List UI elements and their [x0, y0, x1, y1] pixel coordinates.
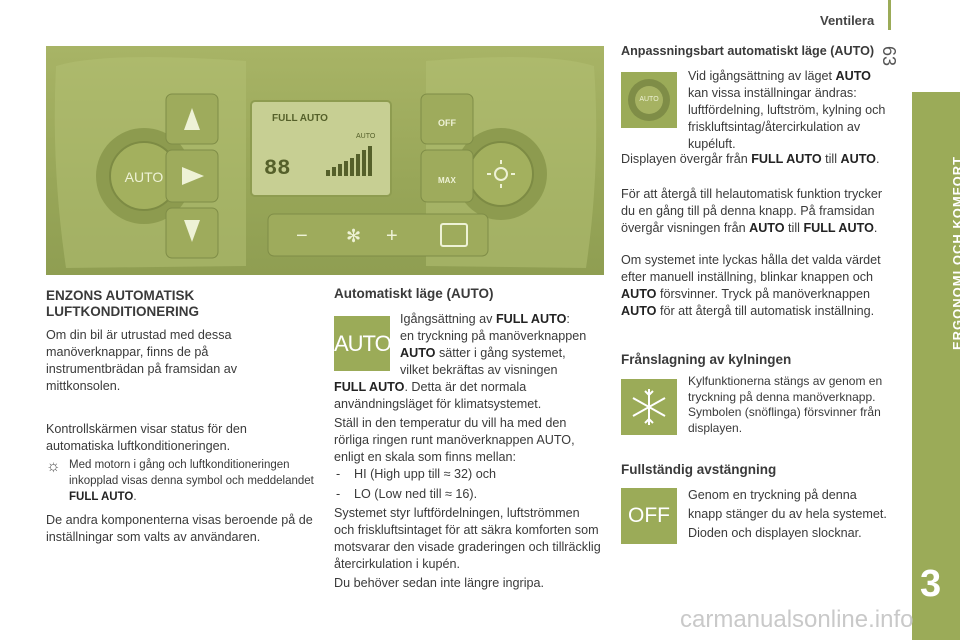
right-paragraph-6: Genom en tryckning på denna knapp stänge… — [688, 488, 887, 540]
climate-panel-drawing: AUTO FULL AUTO AUTO 88 OFF MAX — [54, 57, 597, 268]
header-rule — [888, 0, 891, 30]
panel-off-label: OFF — [438, 118, 456, 128]
climate-panel-illustration: AUTO FULL AUTO AUTO 88 OFF MAX — [46, 46, 604, 275]
right-paragraph-2: Displayen övergår från FULL AUTO till AU… — [621, 152, 880, 166]
auto-icon-label: AUTO — [334, 331, 392, 356]
display-digits: 88 — [264, 156, 290, 181]
panel-minus: − — [296, 225, 308, 247]
right-heading-1: Anpassningsbart automatiskt läge (AUTO) — [621, 44, 875, 58]
list-item: LO (Low ned till ≈ 16). — [334, 486, 602, 503]
list-item: HI (High upp till ≈ 32) och — [334, 466, 602, 483]
auto-mode-button-icon: AUTO — [621, 72, 677, 128]
right-heading-3: Fullständig avstängning — [621, 462, 777, 477]
auto-mode-icon-label: AUTO — [635, 86, 663, 114]
right-heading-2: Frånslagning av kylningen — [621, 352, 792, 367]
middle-paragraph-2: Ställ in den temperatur du vill ha med d… — [334, 416, 575, 464]
chapter-label: ERGONOMI OCH KOMFORT — [950, 155, 960, 350]
panel-auto-knob-label: AUTO — [125, 169, 164, 185]
middle-intro-cont: FULL AUTO. Detta är det normala användni… — [334, 380, 542, 411]
section-title: Ventilera — [820, 13, 875, 28]
off-button-icon: OFF — [621, 488, 677, 544]
watermark: carmanualsonline.info — [680, 606, 914, 633]
snowflake-icon — [621, 379, 677, 435]
middle-paragraph-4: Du behöver sedan inte längre ingripa. — [334, 576, 545, 590]
left-heading: ENZONS AUTOMATISK LUFTKONDITIONERING — [46, 288, 199, 319]
left-paragraph-3: De andra komponenterna visas beroende på… — [46, 513, 313, 544]
temperature-range-list: HI (High upp till ≈ 32) och LO (Low ned … — [334, 466, 602, 503]
display-auto-text: AUTO — [356, 133, 376, 140]
right-paragraph-3: För att återgå till helautomatisk funkti… — [621, 187, 883, 235]
panel-plus: + — [386, 225, 398, 247]
right-paragraph-5: Kylfunktionerna stängs av genom en tryck… — [688, 374, 883, 435]
right-paragraph-4: Om systemet inte lyckas hålla det valda … — [621, 253, 881, 318]
left-paragraph-2: Kontrollskärmen visar status för den aut… — [46, 422, 247, 453]
panel-max-label: MAX — [438, 176, 456, 185]
left-paragraph-1: Om din bil är utrustad med dessa manöver… — [46, 328, 238, 393]
panel-fan-icon: ✻ — [346, 226, 361, 247]
panel-sun-icon — [487, 160, 515, 188]
panel-recirc-icon — [440, 223, 468, 247]
auto-button-icon: AUTO — [334, 316, 392, 371]
off-icon-label: OFF — [628, 504, 670, 527]
chapter-tab — [912, 92, 960, 640]
panel-up-arrow-icon — [184, 108, 200, 130]
panel-down-arrow-icon — [184, 220, 200, 242]
middle-paragraph-3: Systemet styr luftfördelningen, luftströ… — [334, 506, 601, 571]
display-mode-text: FULL AUTO — [272, 113, 328, 124]
right-paragraph-1: Vid igångsättning av läget AUTO kan viss… — [688, 69, 886, 151]
panel-right-arrow-icon — [182, 167, 204, 185]
display-fan-bars — [326, 146, 372, 176]
chapter-number: 3 — [920, 563, 942, 605]
middle-intro: Igångsättning av FULL AUTO: en tryckning… — [400, 312, 587, 377]
middle-heading: Automatiskt läge (AUTO) — [334, 286, 494, 301]
left-note: Med motorn i gång och luftkonditionering… — [69, 459, 314, 503]
sun-icon: ☼ — [46, 458, 61, 475]
